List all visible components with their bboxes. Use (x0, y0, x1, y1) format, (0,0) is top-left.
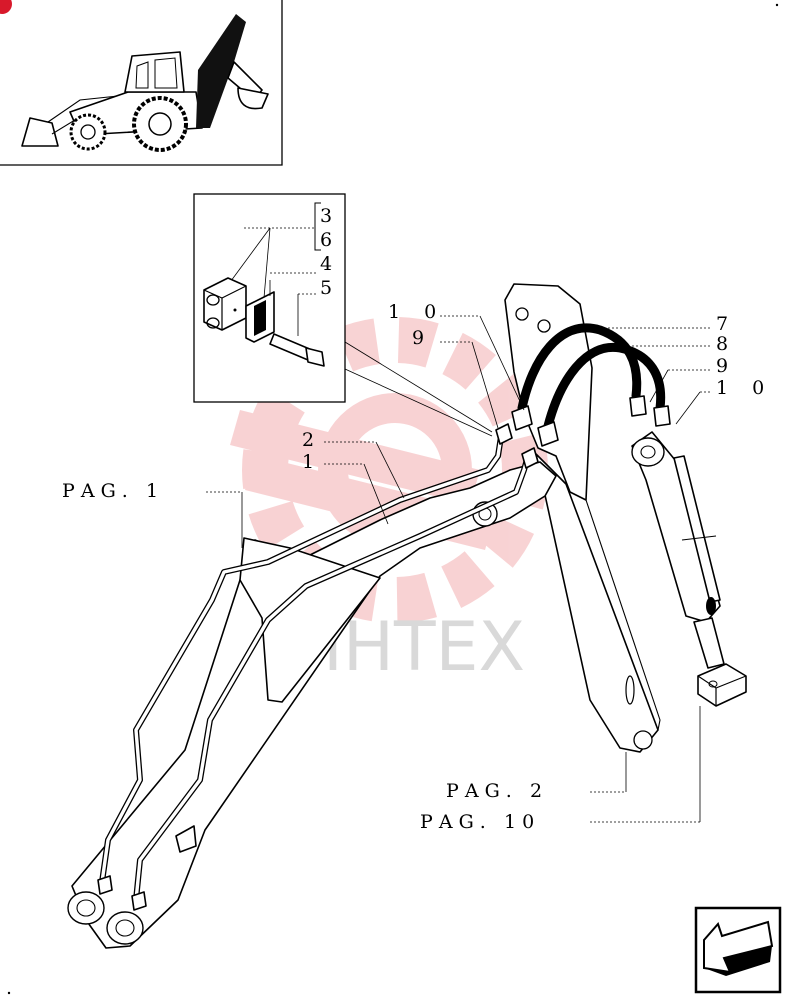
page-ref-pag2: P A G . 2 (446, 780, 542, 802)
callout-4: 4 (320, 253, 332, 275)
boom-arm (67, 461, 557, 949)
corner-dot-right (775, 3, 779, 7)
callout-10-left: 1 0 (388, 301, 445, 323)
corner-badge-icon (0, 0, 12, 14)
callout-1: 1 (302, 451, 314, 473)
detail-inset (193, 193, 493, 437)
callout-9-right: 9 (716, 355, 728, 377)
callout-10-right: 1 0 (716, 377, 773, 399)
dipper-arm (504, 283, 661, 753)
callout-8: 8 (716, 333, 728, 355)
callout-3: 3 (320, 205, 332, 227)
machine-thumbnail (0, 0, 283, 166)
corner-dot-bottom (7, 991, 11, 995)
callout-6: 6 (320, 229, 332, 251)
callout-7: 7 (716, 313, 728, 335)
arrow-next-icon[interactable] (694, 906, 782, 994)
rigid-pipes (97, 423, 539, 911)
callout-9-left: 9 (412, 327, 424, 349)
flexible-hoses (511, 323, 671, 447)
hydraulic-cylinder (631, 431, 747, 707)
callout-5: 5 (320, 277, 332, 299)
callout-2: 2 (302, 429, 314, 451)
page-ref-pag10: P A G . 1 0 (420, 811, 534, 833)
leader-lines (206, 315, 712, 823)
page-ref-pag1: P A G . 1 (62, 480, 158, 502)
